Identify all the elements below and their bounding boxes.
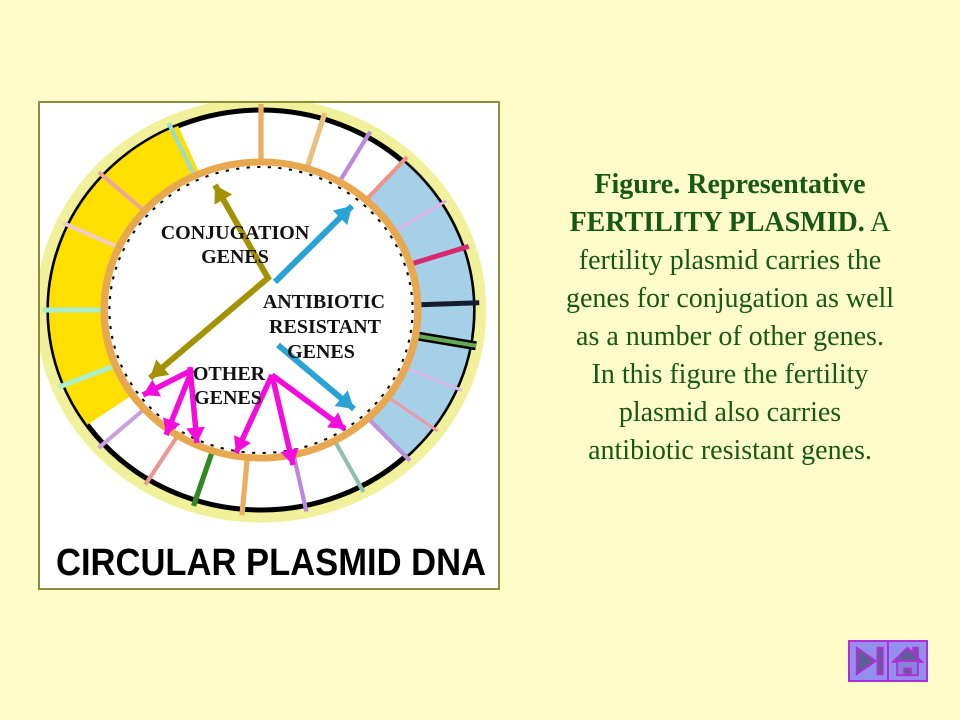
gene-tick — [166, 122, 198, 179]
gene-tick — [143, 432, 181, 486]
home-icon — [890, 646, 925, 677]
diagram-labels: CONJUGATION GENES ANTIBIOTIC RESISTANT G… — [161, 222, 385, 409]
gene-tick — [97, 170, 148, 214]
gene-tick — [303, 112, 328, 172]
gene-tick — [191, 448, 216, 507]
arrow-head — [150, 359, 170, 378]
arrow-head — [233, 435, 251, 453]
slide-text-line: as a number of other genes. — [576, 321, 884, 352]
arrow-head — [327, 412, 345, 429]
other-genes-label-line1: OTHER — [193, 363, 266, 385]
figure-panel: CONJUGATION GENES ANTIBIOTIC RESISTANT G… — [38, 101, 500, 590]
antibiotic-genes-label-line3: GENES — [287, 341, 355, 363]
arrow-head — [143, 379, 161, 397]
ring-inner-dash — [108, 166, 414, 454]
arrow-head — [186, 426, 205, 443]
other-genes-arrow-4 — [233, 373, 275, 455]
conjugation-genes-region — [49, 125, 201, 425]
arrow-head — [334, 390, 354, 409]
gene-tick — [331, 437, 366, 493]
next-icon — [855, 645, 884, 677]
antibiotic-resistant-region — [365, 161, 473, 457]
gene-tick — [336, 130, 373, 185]
ring-inner-edge — [100, 158, 422, 462]
gene-tick — [62, 221, 122, 251]
next-slide-button[interactable] — [848, 640, 889, 682]
arrow-head — [214, 185, 233, 205]
other-genes-arrow-1 — [141, 367, 194, 398]
antibiotic-genes-label-line1: ANTIBIOTIC — [263, 291, 385, 313]
home-button[interactable] — [887, 640, 928, 682]
antibiotic-arrow-lower — [276, 342, 356, 412]
slide-text-line: plasmid also carries — [618, 397, 842, 428]
gene-tick — [415, 300, 480, 308]
other-genes-arrow-2 — [163, 368, 195, 437]
plasmid-diagram: CONJUGATION GENES ANTIBIOTIC RESISTANT G… — [40, 103, 487, 584]
gene-tick — [407, 243, 470, 268]
antibiotic-genes-label-line2: RESISTANT — [269, 316, 382, 338]
slide-text-line: fertility plasmid carries the — [578, 245, 882, 276]
arrow-head — [280, 447, 299, 465]
gene-tick — [413, 333, 477, 348]
gene-tick — [364, 415, 412, 463]
slide-text: Figure. Representative FERTILITY PLASMID… — [518, 166, 942, 470]
arrow-layer — [141, 183, 356, 466]
conjugation-genes-label-line1: CONJUGATION — [161, 222, 310, 244]
conjugation-genes-label-line2: GENES — [201, 246, 269, 268]
gene-tick — [362, 155, 409, 203]
gene-tick — [385, 394, 439, 433]
arrow-head — [332, 206, 352, 226]
slide-navigation — [848, 640, 928, 682]
other-genes-label-line2: GENES — [194, 387, 262, 409]
plasmid-ring — [40, 103, 487, 523]
arrow-head — [163, 417, 181, 435]
gene-tick — [239, 455, 251, 516]
antibiotic-arrow-upper — [272, 203, 355, 285]
gene-tick — [291, 452, 309, 512]
gene-tick — [57, 362, 119, 390]
slide-text-line: antibiotic resistant genes. — [588, 435, 872, 466]
gene-tick — [97, 406, 148, 450]
other-genes-arrow-3 — [186, 366, 205, 444]
gene-tick — [402, 365, 463, 392]
slide-text-line: genes for conjugation as well — [565, 283, 895, 314]
figure-caption: CIRCULAR PLASMID DNA — [56, 542, 486, 584]
ring-halo — [40, 103, 487, 523]
slide-text-line: FERTILITY PLASMID. A — [569, 207, 891, 238]
conjugation-genes-arrow — [148, 183, 272, 381]
gene-tick — [391, 199, 448, 234]
slide-text-line: In this figure the fertility — [591, 359, 869, 390]
other-genes-arrow-5 — [269, 374, 299, 466]
slide-text-line: Figure. Representative — [594, 169, 866, 200]
other-genes-arrow-6 — [270, 372, 347, 432]
